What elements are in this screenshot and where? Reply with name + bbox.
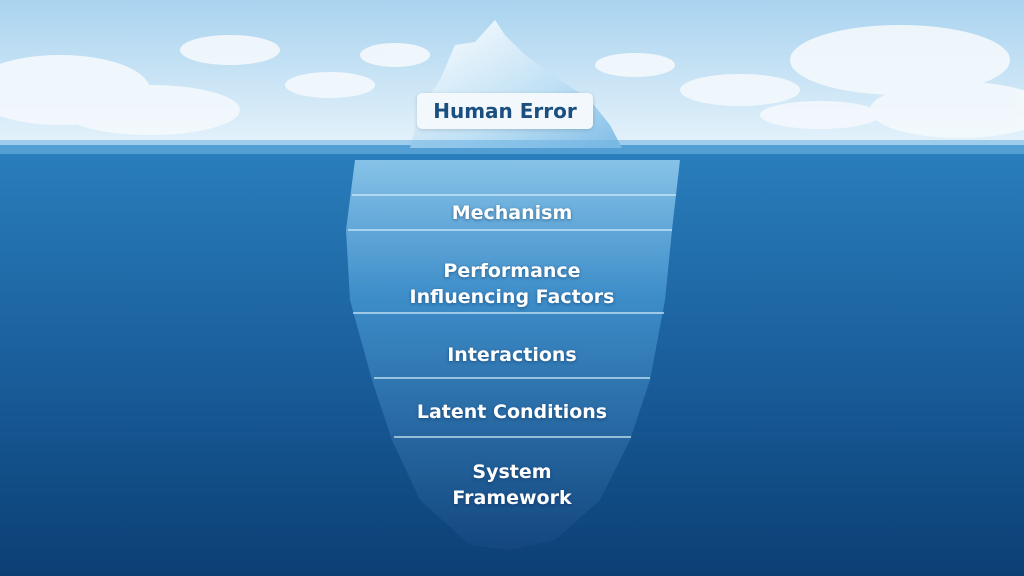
iceberg-body: [346, 160, 680, 550]
layer-performance-influencing-factors: Performance Influencing Factors: [409, 260, 615, 308]
water-surface: [0, 140, 1024, 154]
tip-label-human-error: Human Error: [417, 93, 593, 129]
layer-system-framework: System Framework: [452, 461, 572, 509]
layer-latent-conditions: Latent Conditions: [416, 401, 608, 423]
clouds: [0, 25, 1024, 138]
layer-dividers: [348, 194, 676, 438]
layer-mechanism: Mechanism: [451, 202, 573, 224]
layer-interactions: Interactions: [447, 344, 577, 366]
